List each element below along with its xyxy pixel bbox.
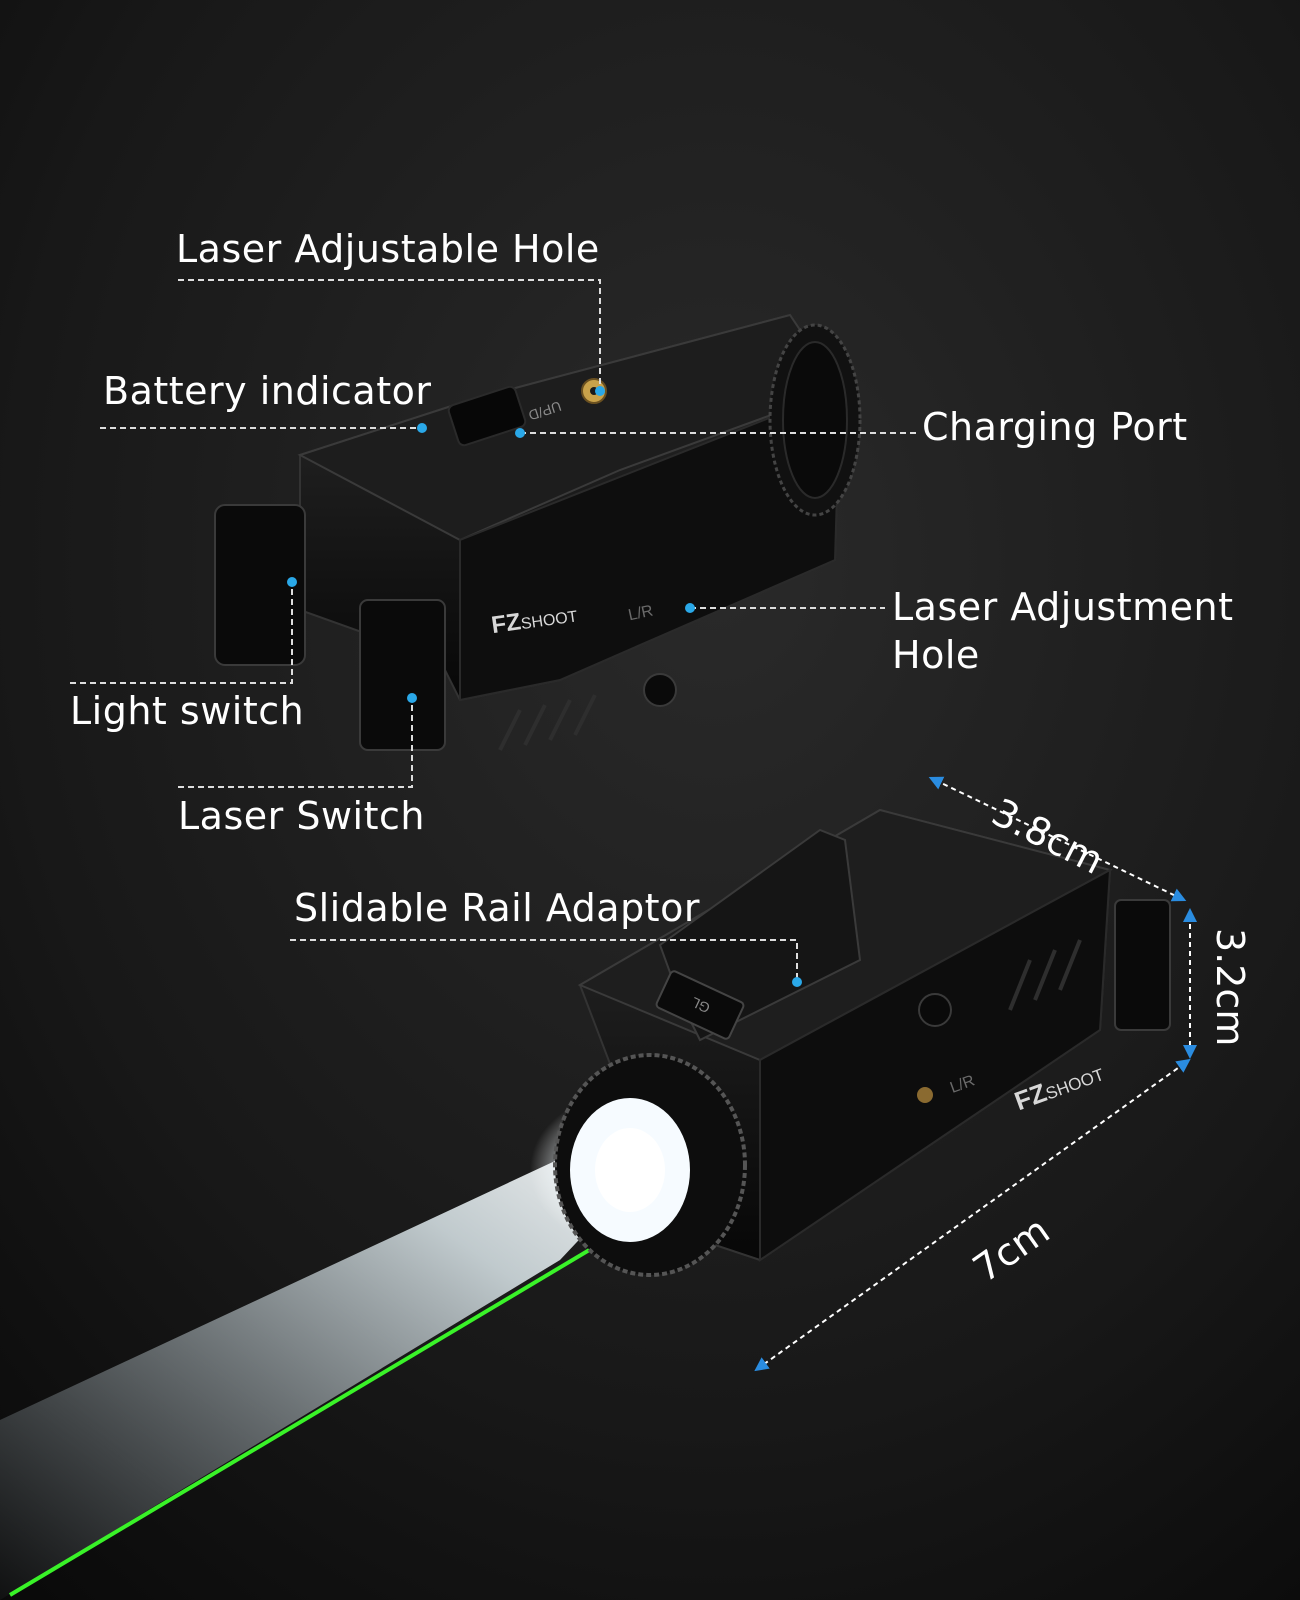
top-side-marking: L/R <box>627 602 655 624</box>
label-slidable-rail-adaptor: Slidable Rail Adaptor <box>294 886 700 930</box>
label-laser-switch: Laser Switch <box>178 794 425 838</box>
charging-port-cover <box>447 385 527 447</box>
label-laser-adjustment-hole: Laser Adjustment Hole <box>892 585 1234 677</box>
callout-dots <box>287 386 802 987</box>
leader-laser-adjustable-hole <box>178 279 601 390</box>
dot-battery-indicator <box>417 423 427 433</box>
laser-beam <box>8 1188 692 1597</box>
callout-leaders <box>70 279 920 982</box>
length-dimension-arrow <box>754 1058 1191 1372</box>
leader-light-switch <box>70 582 293 684</box>
knurled-bezel-icon <box>768 323 862 517</box>
bottom-device-grip-lines <box>1008 939 1082 1011</box>
bottom-laser-adjust-hole <box>917 1087 933 1103</box>
dot-slidable-rail-adaptor <box>792 977 802 987</box>
label-battery-indicator: Battery indicator <box>103 369 432 413</box>
dot-laser-adjustable-hole <box>595 386 605 396</box>
light-beam <box>0 1140 640 1600</box>
bottom-side-screw <box>918 993 952 1027</box>
bottom-switches <box>1114 899 1171 1031</box>
dot-laser-switch <box>407 693 417 703</box>
top-device: UP/D FZSHOOT L/R <box>214 313 862 751</box>
width-dimension-arrow <box>928 776 1187 902</box>
laser-switch-paddle <box>359 599 446 751</box>
top-device-grip-lines <box>498 694 597 751</box>
top-side-screw <box>643 673 677 707</box>
dot-laser-adjustment-hole <box>685 603 695 613</box>
led-lens-icon <box>570 1098 690 1242</box>
label-laser-adjustable-hole: Laser Adjustable Hole <box>176 227 600 271</box>
bottom-unit-tab <box>655 970 745 1040</box>
leader-laser-switch <box>178 698 413 788</box>
height-dimension-label: 3.2cm <box>1208 928 1252 1047</box>
dimension-arrows <box>754 776 1197 1372</box>
light-switch-paddle <box>214 504 306 666</box>
dot-light-switch <box>287 577 297 587</box>
bottom-unit-marking: GL <box>689 994 713 1016</box>
dot-charging-port <box>515 428 525 438</box>
label-light-switch: Light switch <box>70 689 305 733</box>
label-charging-port: Charging Port <box>922 405 1188 449</box>
leader-slidable-rail-adaptor <box>290 939 798 982</box>
